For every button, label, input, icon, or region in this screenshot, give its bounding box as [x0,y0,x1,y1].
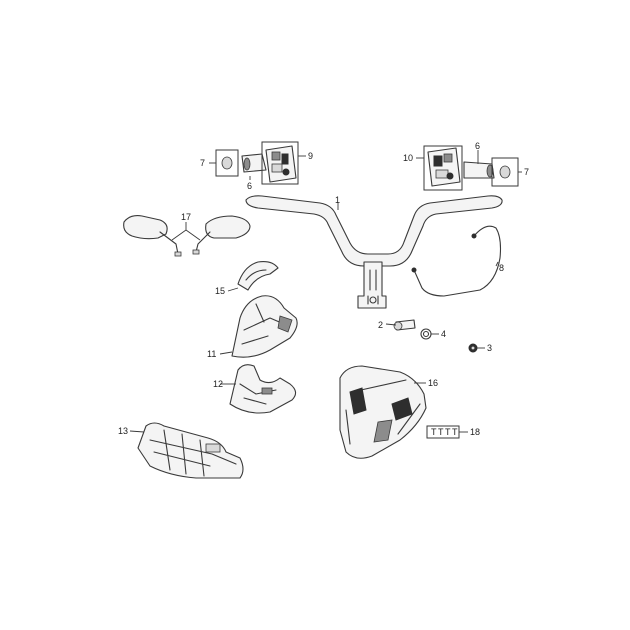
callout-8: 8 [499,263,504,273]
callouts: 1 2 3 4 6 6 7 7 8 9 10 11 12 13 15 16 17… [118,141,529,437]
left-switch-assembly [215,141,299,185]
headlight-cover [231,295,298,358]
callout-7-right: 7 [524,167,529,177]
leader-lines [129,150,522,433]
callout-6-right: 6 [475,141,480,151]
callout-17: 17 [181,212,191,222]
part-4-washer [420,328,432,340]
part-9-frame [261,141,299,185]
callout-1: 1 [335,195,340,205]
small-parts [393,319,478,353]
callout-15: 15 [215,286,225,296]
windscreen [339,365,427,459]
kit-label: TTTT [431,427,459,437]
callout-13: 13 [118,426,128,436]
callout-11: 11 [207,349,216,359]
inner-panel [229,364,297,414]
callout-4: 4 [441,329,446,339]
cable [411,225,502,297]
callout-7-left: 7 [200,158,205,168]
upper-cover [237,261,279,291]
callout-2: 2 [378,320,383,330]
callout-3: 3 [487,343,492,353]
callout-16: 16 [428,378,438,388]
callout-6-left: 6 [247,181,252,191]
callout-9: 9 [308,151,313,161]
handlebar [245,195,503,309]
right-switch-assembly [423,145,519,191]
callout-18: 18 [470,427,480,437]
kit-box: TTTT [426,425,460,439]
callout-12: 12 [213,379,223,389]
headlight-assembly [137,422,244,479]
part-10-frame [423,145,463,191]
mirrors [123,215,251,257]
callout-10: 10 [403,153,413,163]
